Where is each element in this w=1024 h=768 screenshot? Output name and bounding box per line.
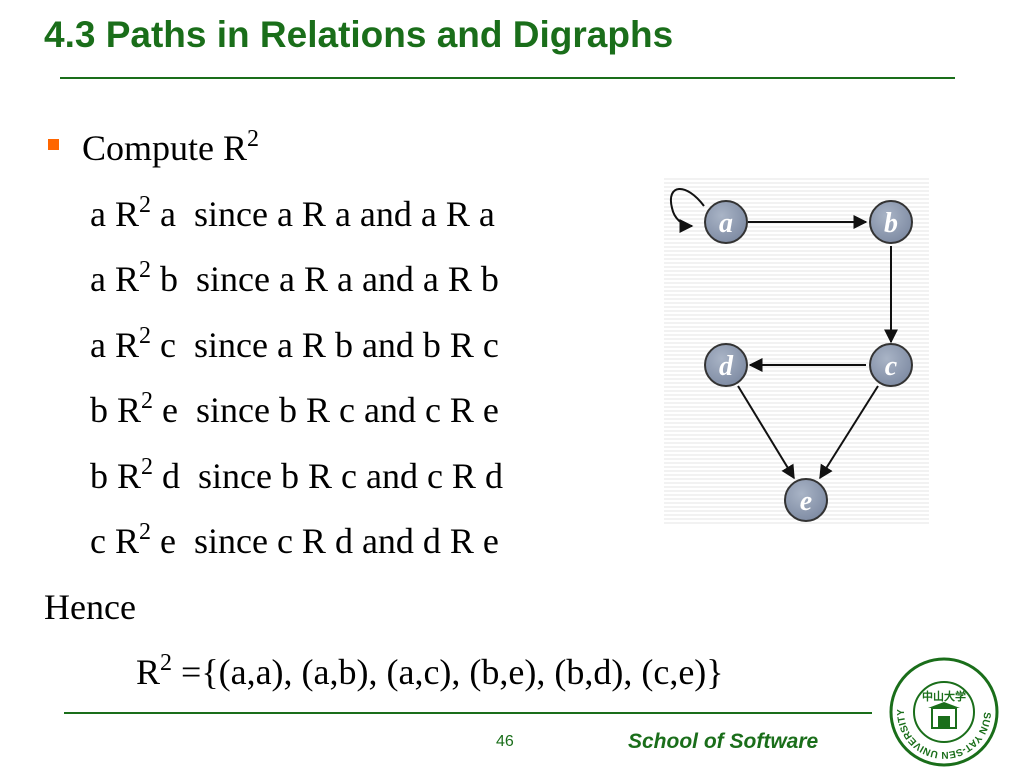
logo-emblem-chars: 中山大学 [922,689,966,703]
node-c [869,343,913,387]
derivation-reason: since b R c and c R d [198,456,503,496]
derivation-reason: since b R c and c R e [196,390,499,430]
derivation-reason: since a R a and a R b [196,259,499,299]
derivation-sup: 2 [139,257,151,283]
footer-school-name: School of Software [628,730,819,753]
node-label-c: c [885,351,898,382]
node-label-a: a [719,208,733,239]
slide-title: 4.3 Paths in Relations and Digraphs [44,14,674,55]
derivation-target: b [151,259,178,299]
page-number: 46 [496,733,514,750]
edge-c-e [819,385,879,480]
derivation-reason: since a R a and a R a [193,194,495,234]
node-a [704,200,748,244]
derivation-target: d [153,456,181,496]
result-rhs: ={(a,a), (a,b), (a,c), (b,e), (b,d), (c,… [172,652,724,692]
derivation-reason: since a R b and b R c [193,325,499,365]
derivation-sup: 2 [139,323,151,349]
derivation-reason: since c R d and d R e [193,521,499,561]
footer-divider [64,712,872,714]
node-b [869,200,913,244]
university-logo: SUN YAT-SEN UNIVERSITY 中山大学 [889,657,999,767]
edge-a-a [669,188,705,233]
derivation-target: e [151,521,176,561]
derivation-pair: a R [90,259,139,299]
result-line: R2 ={(a,a), (a,b), (a,c), (b,e), (b,d), … [136,650,724,697]
derivation-pair: b R [90,390,142,430]
node-label-e: e [800,486,812,517]
derivation-sup: 2 [139,519,151,545]
title-divider [60,77,955,79]
derivation-pair: a R [90,325,139,365]
bullet-sup: 2 [247,126,260,152]
derivation-pair: c R [90,521,139,561]
result-sup: 2 [160,650,173,676]
node-d [704,343,748,387]
digraph-svg: a b c d e [669,188,913,522]
result-lhs: R [136,652,161,692]
bullet-marker [48,139,59,150]
node-label-b: b [884,208,898,239]
derivation-sup: 2 [141,388,154,414]
node-label-d: d [719,351,734,382]
bullet-compute: Compute R2 [82,126,260,173]
digraph-figure: a b c d e [664,178,929,526]
derivation-target: a [151,194,176,234]
node-e [784,478,828,522]
derivation-pair: b R [90,456,142,496]
derivation-line: c R2 e since c R d and d R e [90,519,499,566]
bullet-text: Compute R [82,128,248,168]
derivation-target: c [151,325,176,365]
derivation-line: a R2 b since a R a and a R b [90,257,499,304]
derivation-line: b R2 e since b R c and c R e [90,388,499,435]
derivation-sup: 2 [139,192,151,218]
derivation-line: a R2 c since a R b and b R c [90,323,499,370]
derivation-line: b R2 d since b R c and c R d [90,454,503,501]
edge-d-e [737,385,795,480]
derivation-pair: a R [90,194,139,234]
derivation-sup: 2 [141,454,154,480]
hence-label: Hence [44,587,136,627]
derivation-line: a R2 a since a R a and a R a [90,192,495,239]
derivation-target: e [153,390,178,430]
